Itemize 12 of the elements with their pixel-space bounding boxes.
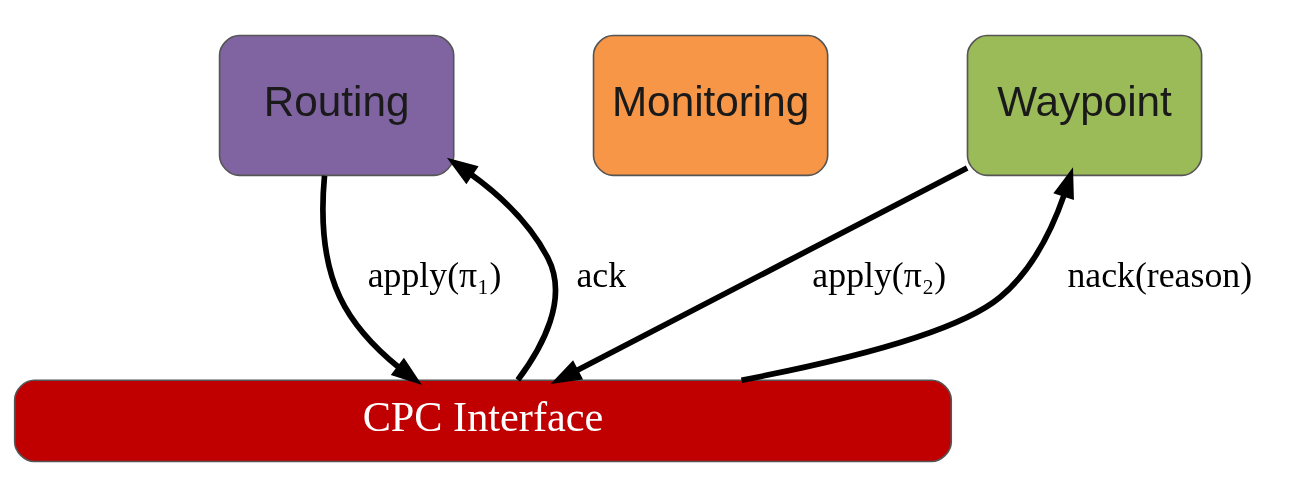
node-box: Waypoint (966, 34, 1203, 177)
edge-label: apply(π₂) (812, 254, 947, 295)
arrow (446, 157, 559, 382)
arrow (550, 165, 969, 385)
edge-label: apply(π₁) (367, 254, 502, 295)
arrow (320, 175, 422, 386)
node-box: CPC Interface (13, 379, 953, 463)
edge-label: nack(reason) (1067, 254, 1253, 295)
arrow (740, 167, 1074, 383)
node-box: Routing (218, 34, 455, 177)
edge-label: ack (576, 254, 627, 295)
node-box: Monitoring (592, 34, 829, 177)
